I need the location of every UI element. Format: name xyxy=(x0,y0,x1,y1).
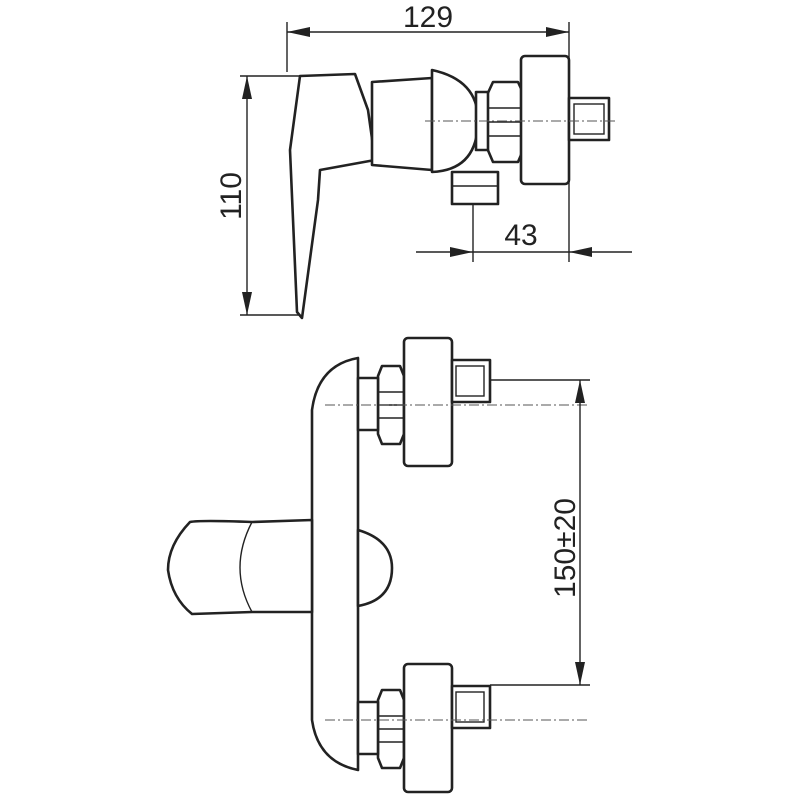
dim-label-center-distance: 150±20 xyxy=(549,498,582,598)
wall-flange xyxy=(519,54,571,186)
front-dome xyxy=(356,528,394,608)
dim-center-distance: 150±20 xyxy=(549,380,585,685)
mixer-body xyxy=(310,356,360,772)
upper-flange xyxy=(402,336,454,468)
lower-connection xyxy=(325,662,590,794)
dim-label-connector-offset: 43 xyxy=(504,219,537,252)
front-view: 150±20 xyxy=(166,336,590,794)
inlet-pipe xyxy=(567,96,611,142)
dim-label-height: 110 xyxy=(215,172,248,220)
dim-overall-length: 129 xyxy=(287,1,569,37)
upper-connection xyxy=(325,336,590,468)
dim-label-overall-length: 129 xyxy=(403,1,453,34)
lever-handle xyxy=(288,72,377,320)
side-view: 129 110 43 xyxy=(215,1,632,320)
lower-flange xyxy=(402,662,454,794)
bottom-outlet xyxy=(450,170,500,206)
dim-height: 110 xyxy=(215,76,252,315)
valve-body xyxy=(370,76,434,172)
dim-connector-offset: 43 xyxy=(416,219,632,257)
